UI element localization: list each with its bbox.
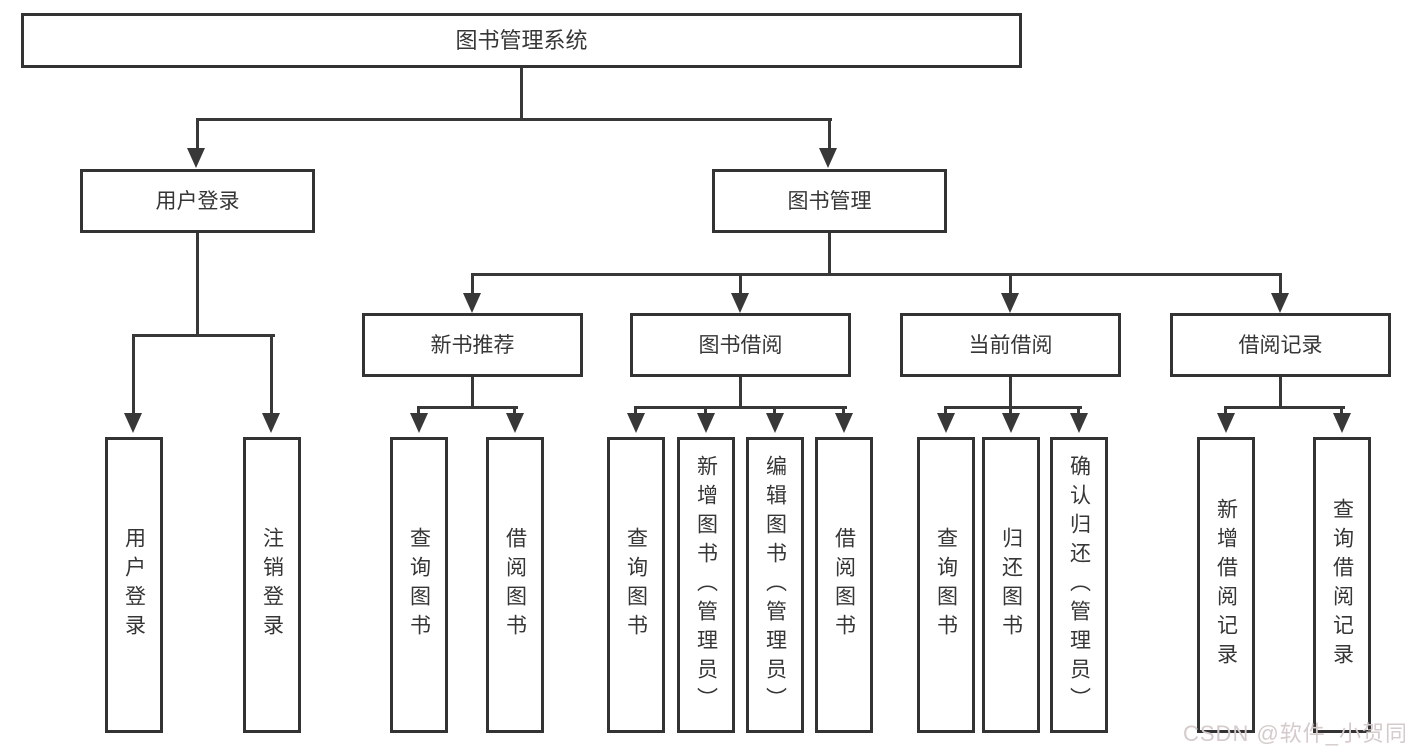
connector-line [1279,276,1282,293]
node-book-borrowing: 图书借阅 [630,313,851,377]
connector-line [513,409,516,415]
arrow-down [937,413,955,433]
connector-line [520,68,523,118]
leaf-query-borrow-record: 查询借阅记录 [1313,437,1371,733]
connector-line [1224,409,1227,415]
leaf-add-borrow-record: 新增借阅记录 [1197,437,1255,733]
connector-line [739,377,742,406]
leaf-add-books-admin: 新增图书（管理员） [677,437,735,733]
connector-line [944,406,1082,409]
connector-line [1009,409,1012,415]
arrow-down [1002,413,1020,433]
arrow-down [410,413,428,433]
leaf-label: 用户登录 [122,527,146,643]
node-label: 当前借阅 [968,333,1053,357]
leaf-logout: 注销登录 [243,437,301,733]
arrow-down [1217,413,1235,433]
node-label: 图书借阅 [698,333,783,357]
node-root-label: 图书管理系统 [455,27,588,53]
connector-line [634,409,637,415]
arrow-down [262,413,280,433]
arrow-down [731,293,749,313]
leaf-label: 新增图书（管理员） [694,454,718,716]
connector-line [417,406,518,409]
leaf-query-books: 查询图书 [390,437,448,733]
connector-line [196,118,199,150]
node-current-borrowing: 当前借阅 [900,313,1121,377]
node-user-login: 用户登录 [80,169,315,233]
connector-line [773,409,776,415]
arrow-down [1271,293,1289,313]
node-label: 新书推荐 [430,333,515,357]
leaf-borrow-books: 借阅图书 [815,437,873,733]
leaf-user-login: 用户登录 [105,437,163,733]
arrow-down [1070,413,1088,433]
arrow-down [1333,413,1351,433]
node-borrowing-records: 借阅记录 [1170,313,1391,377]
connector-line [842,409,845,415]
connector-line [1279,377,1282,406]
leaf-label: 确认归还（管理员） [1067,454,1091,716]
leaf-label: 编辑图书（管理员） [763,454,787,716]
connector-line [1009,377,1012,406]
leaf-edit-books-admin: 编辑图书（管理员） [746,437,804,733]
node-root: 图书管理系统 [21,13,1022,68]
leaf-borrow-books: 借阅图书 [486,437,544,733]
connector-line [132,334,275,337]
connector-line [132,337,135,413]
leaf-label: 新增借阅记录 [1214,498,1238,672]
connector-line [1224,406,1345,409]
arrow-down [506,413,524,433]
leaf-label: 借阅图书 [832,527,856,643]
leaf-label: 借阅图书 [503,527,527,643]
arrow-down [766,413,784,433]
leaf-confirm-return-admin: 确认归还（管理员） [1050,437,1108,733]
node-new-book-recommendation: 新书推荐 [362,313,583,377]
node-book-management: 图书管理 [712,169,947,233]
arrow-down [627,413,645,433]
connector-line [417,409,420,415]
arrow-down [187,148,205,168]
leaf-label: 查询图书 [407,527,431,643]
arrow-down [697,413,715,433]
leaf-label: 查询借阅记录 [1330,498,1354,672]
leaf-query-books: 查询图书 [917,437,975,733]
arrow-down [1001,293,1019,313]
connector-line [1077,409,1080,415]
connector-line [828,118,831,150]
arrow-down [463,293,481,313]
connector-line [944,409,947,415]
leaf-label: 注销登录 [260,527,284,643]
connector-line [471,377,474,406]
leaf-label: 查询图书 [934,527,958,643]
connector-line [828,233,831,273]
leaf-query-books: 查询图书 [607,437,665,733]
leaf-return-books: 归还图书 [982,437,1040,733]
csdn-watermark: CSDN @软件_小贺同学 [1183,721,1405,746]
arrow-down [835,413,853,433]
connector-line [471,273,1282,276]
connector-line [270,337,273,413]
arrow-down [819,148,837,168]
leaf-label: 查询图书 [624,527,648,643]
connector-line [1340,409,1343,415]
connector-line [196,118,832,121]
connector-line [196,233,199,337]
leaf-label: 归还图书 [999,527,1023,643]
node-label: 借阅记录 [1238,333,1323,357]
connector-line [739,276,742,293]
connector-line [634,406,847,409]
node-label: 图书管理 [787,189,872,213]
connector-line [704,409,707,415]
arrow-down [124,413,142,433]
connector-line [471,276,474,293]
connector-line [1009,276,1012,293]
node-label: 用户登录 [155,189,240,213]
